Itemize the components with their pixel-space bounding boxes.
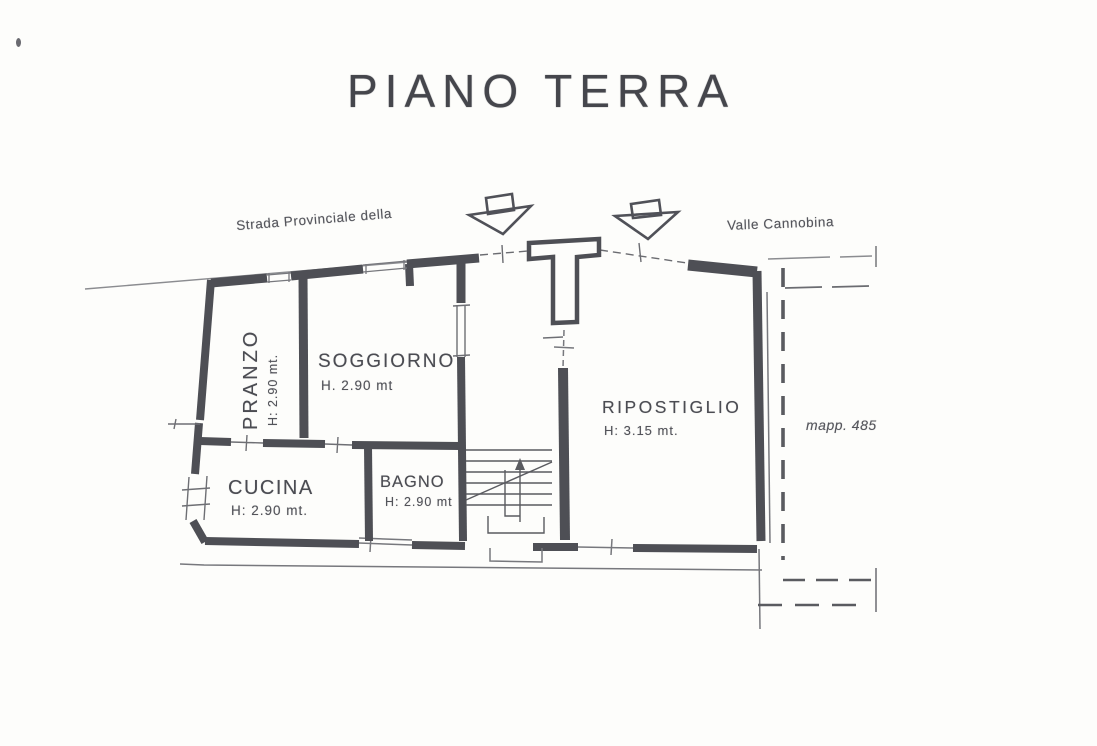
parcel-boundary-dashed bbox=[758, 268, 877, 612]
entrance-arrow-icon-left bbox=[465, 192, 535, 236]
room-height-bagno: H: 2.90 mt bbox=[385, 495, 453, 509]
corridor-wall bbox=[456, 261, 467, 542]
left-wall-window bbox=[168, 418, 211, 521]
t-pillar bbox=[526, 236, 602, 339]
right-block-thin bbox=[553, 291, 771, 630]
room-label-cucina: CUCINA bbox=[228, 477, 314, 499]
room-height-pranzo: H: 2.90 mt. bbox=[266, 353, 280, 426]
scan-speck bbox=[16, 38, 21, 47]
top-wall-windows bbox=[266, 260, 408, 283]
staircase bbox=[465, 449, 553, 534]
page-title: PIANO TERRA bbox=[347, 65, 735, 117]
bottom-wall bbox=[204, 537, 758, 553]
entrance-arrow-icon-right bbox=[611, 198, 682, 241]
room-label-pranzo: PRANZO bbox=[240, 328, 262, 430]
room-label-ripostiglio: RIPOSTIGLIO bbox=[602, 397, 742, 417]
stair-up-arrow-icon bbox=[515, 458, 525, 470]
top-wall bbox=[210, 253, 480, 288]
interior-walls bbox=[199, 274, 461, 542]
left-wall bbox=[189, 279, 215, 544]
parcel-label: mapp. 485 bbox=[806, 417, 877, 433]
room-height-soggiorno: H. 2.90 mt bbox=[321, 378, 394, 393]
room-label-soggiorno: SOGGIORNO bbox=[318, 351, 456, 372]
right-block-walls bbox=[558, 259, 766, 542]
room-height-cucina: H: 2.90 mt. bbox=[231, 503, 309, 518]
room-height-ripostiglio: H: 3.15 mt. bbox=[604, 423, 679, 438]
corridor-window bbox=[452, 304, 471, 357]
alignment-dashes bbox=[479, 242, 877, 289]
interior-door-ticks bbox=[230, 434, 353, 454]
room-label-bagno: BAGNO bbox=[380, 473, 445, 491]
